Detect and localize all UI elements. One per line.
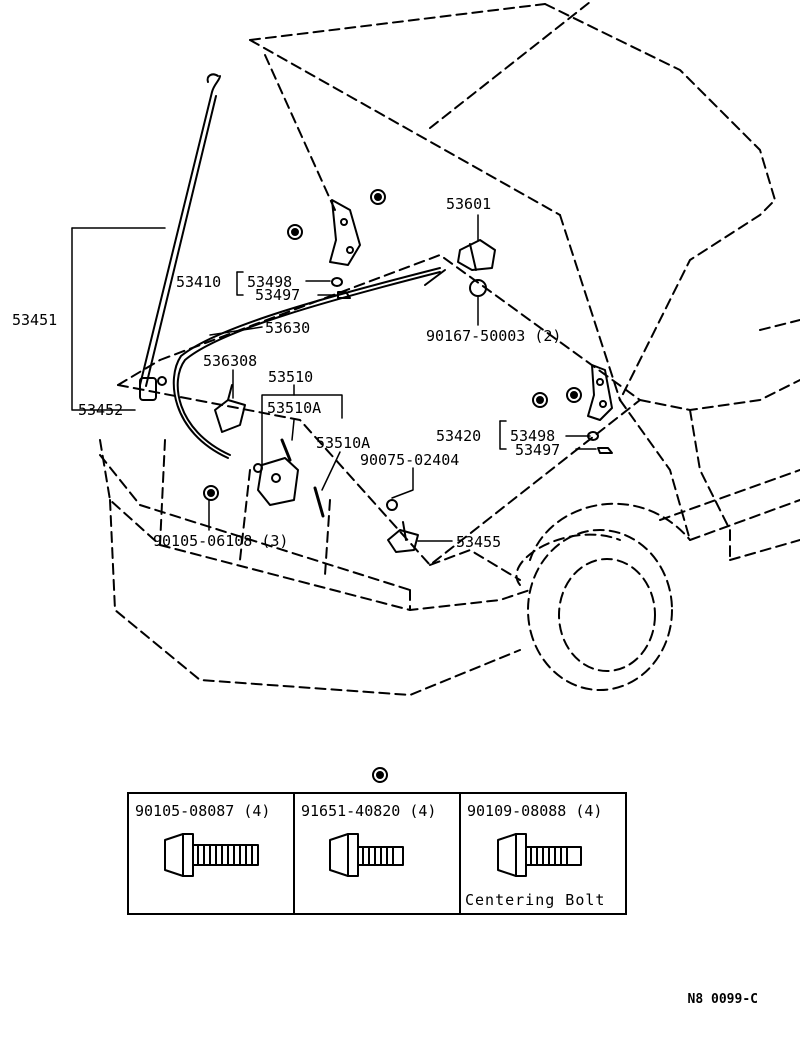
label-lock-bolt: 90105-06108 (3) [153,532,289,550]
label-lock-spring-a: 53510A [267,399,322,417]
label-cable-clamp: 536308 [203,352,258,370]
hood-outline [249,1,776,401]
reference-code: N8 0099-C [687,992,758,1007]
label-cushion-lh: 53498 [247,273,293,291]
bolt-drawing-1 [164,833,259,877]
fastener-caption: Centering Bolt [465,891,606,909]
label-striker: 53455 [456,533,502,551]
fastener-cell-1: 90105-08087 (4) [127,792,295,915]
label-lock-spring-b: 53510A [316,434,371,452]
label-release-cable: 53630 [265,319,311,337]
hood-stay-rod [139,73,221,401]
label-hinge-lh: 53410 [176,273,222,291]
hinge-lh-shape [329,199,361,299]
fastener-part-number: 90105-08087 (4) [135,802,271,820]
label-lock-assy: 53510 [268,368,314,386]
label-hood-stay-grommet: 53452 [78,401,124,419]
label-lever-support: 53601 [446,195,492,213]
label-clip-lh: 53497 [255,286,301,304]
label-clip-rh: 53497 [515,441,561,459]
fastener-part-number: 91651-40820 (4) [301,802,437,820]
cable-clamp-shape [214,384,246,433]
hinge-rh-shape [587,364,613,454]
fastener-part-number: 90109-08088 (4) [467,802,603,820]
lock-assy-shape [253,438,325,518]
bolt-drawing-3 [497,833,582,877]
label-striker-bolt: 90075-02404 [360,451,460,469]
bolt-circles [203,189,582,783]
fastener-cell-2: 91651-40820 (4) [293,792,461,915]
fastener-cell-3: 90109-08088 (4) Centering Bolt [459,792,627,915]
leader-lines [71,214,597,542]
striker-shape [386,499,419,553]
front-wheel [527,502,691,691]
label-lever-bolt: 90167-50003 (2) [426,327,562,345]
body-outline [99,254,800,696]
release-cable-line [172,267,446,459]
label-hinge-rh: 53420 [436,427,482,445]
bolt-drawing-2 [329,833,404,877]
label-hood-stay: 53451 [12,311,58,329]
label-cushion-rh: 53498 [510,427,556,445]
lever-support-shape [457,239,496,271]
